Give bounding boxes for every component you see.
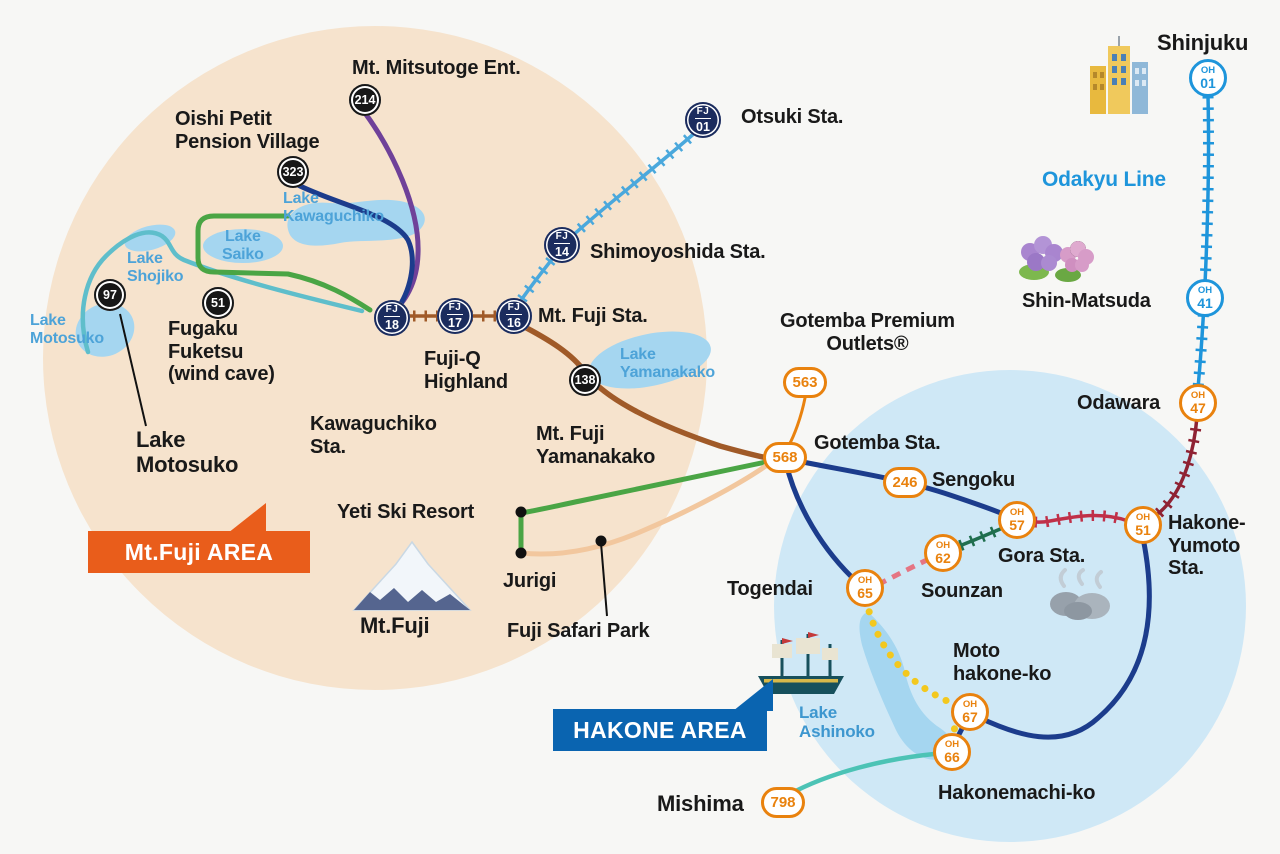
shinjuku-buildings-icon [1090, 36, 1148, 114]
label-lake-shojiko: Lake Shojiko [127, 250, 184, 285]
label-fujiq: Fuji-Q Highland [424, 348, 508, 393]
road-badge-138: 138 [569, 364, 601, 396]
route-oval-568: 568 [763, 442, 807, 473]
label-togendai: Togendai [727, 578, 813, 600]
label-otsuki: Otsuki Sta. [741, 106, 844, 128]
motosuko-connector-line [119, 313, 147, 427]
lake-saiko-shape [203, 229, 283, 263]
safari-dot [595, 535, 607, 547]
yeti-route [518, 459, 769, 556]
mishima-route [785, 751, 937, 798]
label-shinjuku: Shinjuku [1157, 30, 1249, 55]
hydrangea-icon [1019, 236, 1094, 282]
route-oval-246: 246 [883, 467, 927, 498]
label-gotemba-premium: Gotemba Premium Outlets® [780, 310, 955, 355]
jurigi-dot [515, 547, 527, 559]
label-lake-motosuko: Lake Motosuko [136, 427, 239, 477]
label-mt-fuji-yamanakako: Mt. Fuji Yamanakako [536, 423, 656, 468]
saiko-loop-route [195, 213, 373, 313]
label-gotemba-sta: Gotemba Sta. [814, 432, 941, 454]
sightseeing-boat-route [862, 596, 962, 747]
pirate-ship-icon [758, 632, 844, 694]
road-badge-51: 51 [202, 287, 234, 319]
gotemba-gora-road [785, 456, 1013, 520]
lake-shojiko-shape [124, 224, 176, 252]
label-mishima: Mishima [657, 791, 744, 816]
hakone-area-flag: HAKONE AREA [553, 709, 767, 751]
yamanakako-bus-route [516, 321, 775, 462]
label-gora: Gora Sta. [998, 545, 1086, 567]
label-jurigi: Jurigi [503, 570, 557, 592]
road-badge-97: 97 [94, 279, 126, 311]
label-sounzan: Sounzan [921, 580, 1003, 602]
label-odawara: Odawara [1077, 392, 1161, 414]
route-oval-563: 563 [783, 367, 827, 398]
label-lake-motosuko-small: Lake Motosuko [30, 312, 104, 347]
label-kawaguchiko-sta: Kawaguchiko Sta. [310, 413, 437, 458]
yeti-dot [515, 506, 527, 518]
label-hakone-yumoto: Hakone- Yumoto Sta. [1168, 512, 1246, 580]
label-oishi: Oishi Petit Pension Village [175, 108, 320, 153]
route-oval-798: 798 [761, 787, 805, 818]
label-fugaku: Fugaku Fuketsu (wind cave) [168, 318, 275, 386]
label-mt-fuji-sta: Mt. Fuji Sta. [538, 305, 648, 327]
safari-connector-line [600, 542, 608, 617]
label-mt-fuji: Mt.Fuji [360, 613, 430, 638]
fuji-area-label: Mt.Fuji AREA [124, 538, 274, 565]
label-fuji-safari: Fuji Safari Park [507, 620, 650, 642]
road-badge-323: 323 [277, 156, 309, 188]
label-mt-mitsutoge: Mt. Mitsutoge Ent. [352, 57, 521, 79]
fuji-area-circle [43, 26, 707, 690]
label-moto-hakone: Moto hakone-ko [953, 640, 1052, 685]
label-lake-saiko: Lake Saiko [222, 228, 264, 263]
label-lake-ashinoko: Lake Ashinoko [799, 703, 875, 741]
road-badge-214: 214 [349, 84, 381, 116]
hot-spring-icon [1050, 568, 1110, 620]
gotemba-togendai-road [783, 460, 861, 586]
label-sengoku: Sengoku [932, 469, 1016, 491]
lakes-scenic-route [80, 230, 365, 355]
label-odakyu-line: Odakyu Line [1042, 168, 1166, 191]
fuji-area-flag: Mt.Fuji AREA [88, 531, 310, 573]
lake-yamanakako-shape [589, 331, 711, 389]
label-yeti: Yeti Ski Resort [337, 501, 475, 523]
label-lake-kawaguchiko: Lake Kawaguchiko [283, 190, 384, 225]
odakyu-line [1196, 95, 1211, 389]
safari-route [518, 460, 773, 557]
lake-ashinoko-shape [859, 612, 954, 760]
hakone-area-label: HAKONE AREA [573, 716, 747, 743]
outlets-connector [787, 396, 807, 447]
mt-fuji-icon [352, 540, 472, 611]
oishi-route [293, 181, 415, 312]
label-hakonemachi: Hakonemachi-ko [938, 782, 1096, 804]
label-shimoyoshida: Shimoyoshida Sta. [590, 241, 766, 263]
label-lake-yamanakako: Lake Yamanakako [620, 346, 715, 381]
lake-kawaguchiko-shape [287, 199, 425, 246]
label-shin-matsuda: Shin-Matsuda [1022, 290, 1151, 312]
